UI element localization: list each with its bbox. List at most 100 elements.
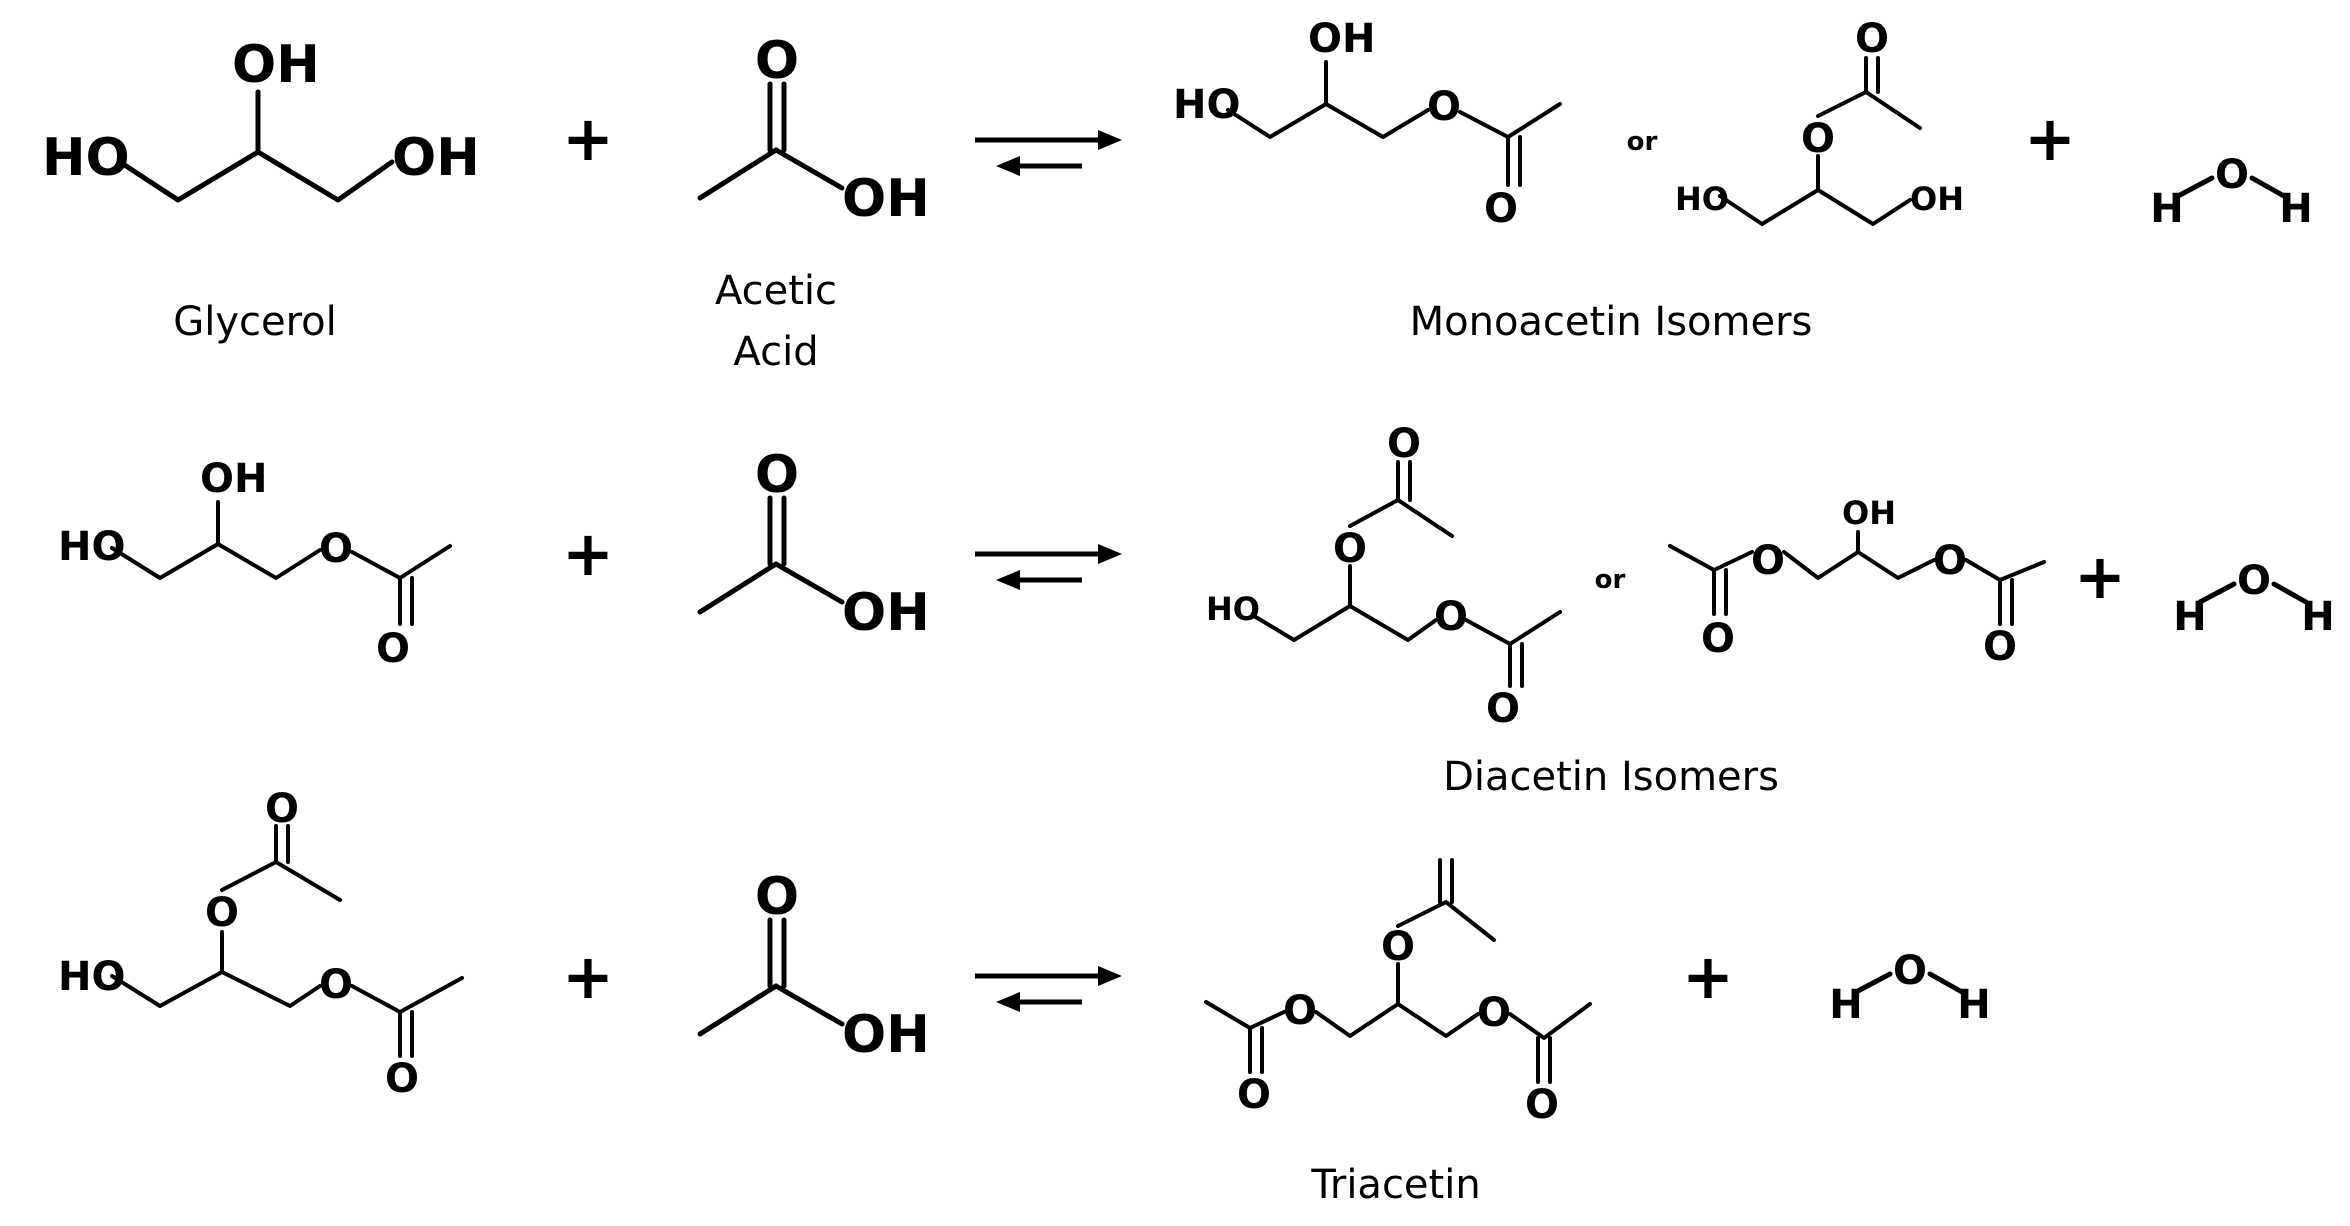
water-o: O <box>2215 152 2249 198</box>
triacetin-carbonyl-o-right: O <box>1525 1082 1559 1128</box>
water-molecule: O H H <box>1829 948 1990 1028</box>
monoacetin-reactant-bonds <box>110 542 452 626</box>
diacetin-2-carbonyl-o-right: O <box>1983 624 2017 670</box>
water-bonds <box>2197 581 2309 605</box>
monoacetin-reactant-carbonyl-o: O <box>376 626 410 672</box>
diacetin-reactant-carbonyl-o-right: O <box>385 1056 419 1102</box>
acetic-acid-carbonyl-bond <box>767 81 787 153</box>
glycerol-structure: OH HO OH <box>42 35 480 203</box>
water-h-right: H <box>1957 982 1990 1028</box>
diacetin-1-ester-o-right: O <box>1434 594 1468 640</box>
diacetin-2-carbonyl-o-left: O <box>1701 616 1735 662</box>
diacetin-2-top-oh: OH <box>1842 494 1896 532</box>
acetic-acid-carbonyl-bond <box>767 917 787 989</box>
water-molecule: O H H <box>2150 152 2312 232</box>
acetic-acid-methyl-bond <box>697 561 779 615</box>
water-molecule: O H H <box>2173 558 2334 640</box>
water-o: O <box>2237 558 2271 604</box>
plus-sign: + <box>562 102 614 175</box>
diacetin-reactant: O O O O HO <box>58 786 464 1102</box>
monoacetin-reactant: OH HO O O <box>58 456 452 672</box>
acetic-acid-carbonyl-bond <box>767 495 787 567</box>
diacetin-1-carbonyl-o-top: O <box>1387 421 1421 467</box>
triacetin-caption: Triacetin <box>1310 1162 1480 1208</box>
triacetin-ester-o-top: O <box>1381 924 1415 970</box>
monoacetin-isomer-2: O O HO OH <box>1675 16 1964 226</box>
reverse-arrow-head <box>996 570 1020 590</box>
diacetin-reactant-ho: HO <box>58 954 125 1000</box>
monoacetin-1-ho: HO <box>1173 82 1240 128</box>
equilibrium-arrow <box>975 544 1122 590</box>
equilibrium-arrow <box>975 966 1122 1012</box>
or-label: or <box>1627 127 1658 157</box>
forward-arrow-head <box>1098 544 1122 564</box>
monoacetin-2-ester-o: O <box>1801 116 1835 162</box>
diacetin-2-ester-o-right: O <box>1933 538 1967 584</box>
diacetin-1-ester-o-top: O <box>1333 526 1367 572</box>
reaction-row-1: OH HO OH Glycerol + O OH Acetic Acid OH <box>42 16 2313 375</box>
diacetin-1-ho: HO <box>1206 590 1260 628</box>
glycerol-caption: Glycerol <box>173 299 337 345</box>
water-h-right: H <box>2301 594 2334 640</box>
diacetin-caption: Diacetin Isomers <box>1443 754 1779 800</box>
diacetin-isomer-1: O O O O HO <box>1206 421 1562 732</box>
diacetin-reactant-bonds <box>110 824 464 1058</box>
acetic-acid-methyl-bond <box>697 983 779 1037</box>
monoacetin-2-oh: OH <box>1910 180 1964 218</box>
monoacetin-1-carbonyl-o: O <box>1484 186 1518 232</box>
diacetin-isomer-2: O O O O OH <box>1668 494 2046 670</box>
diacetin-reactant-ester-o-top: O <box>205 890 239 936</box>
triacetin-carbonyl-o-left: O <box>1237 1072 1271 1118</box>
plus-sign: + <box>1682 940 1734 1013</box>
glycerol-top-oh: OH <box>232 35 320 95</box>
monoacetin-2-carbonyl-o: O <box>1855 16 1889 62</box>
plus-sign: + <box>562 517 614 590</box>
triacetin-ester-o-right: O <box>1477 990 1511 1036</box>
forward-arrow-head <box>1098 966 1122 986</box>
monoacetin-2-ho: HO <box>1675 180 1729 218</box>
monoacetin-caption: Monoacetin Isomers <box>1410 299 1813 345</box>
equilibrium-arrow <box>975 130 1122 176</box>
acetic-acid-oh: OH <box>842 169 930 229</box>
reverse-arrow-head <box>996 992 1020 1012</box>
acetic-acid-o: O <box>755 31 799 91</box>
monoacetin-1-top-oh: OH <box>1308 16 1375 62</box>
monoacetin-reactant-ester-o: O <box>319 526 353 572</box>
forward-arrow-head <box>1098 130 1122 150</box>
water-bonds <box>2175 175 2287 199</box>
water-h-left: H <box>2150 186 2183 232</box>
reaction-row-3: O O O O HO + O OH O O O O <box>58 786 1991 1208</box>
triacetin-structure: O O O O O <box>1204 858 1592 1128</box>
water-h-right: H <box>2279 186 2312 232</box>
acetic-acid-oh: OH <box>842 583 930 643</box>
diacetin-2-ester-o-left: O <box>1751 538 1785 584</box>
diacetin-2-bonds <box>1668 530 2046 626</box>
reaction-row-2: OH HO O O + O OH O O O O HO <box>58 421 2335 800</box>
monoacetin-1-bonds <box>1226 102 1562 187</box>
monoacetin-2-bonds <box>1718 56 1922 226</box>
acetic-acid-structure: O OH <box>697 445 930 643</box>
monoacetin-isomer-1: OH HO O O <box>1173 16 1562 232</box>
plus-sign: + <box>562 940 614 1013</box>
glycerol-left-ho: HO <box>42 128 130 188</box>
acetic-acid-oh: OH <box>842 1005 930 1065</box>
diacetin-reactant-carbonyl-o-top: O <box>265 786 299 832</box>
acetic-acid-caption-line1: Acetic <box>715 268 837 314</box>
diacetin-reactant-ester-o-right: O <box>319 962 353 1008</box>
glycerol-backbone <box>117 149 395 203</box>
monoacetin-1-ester-o: O <box>1427 84 1461 130</box>
monoacetin-reactant-top-oh: OH <box>200 456 267 502</box>
water-h-left: H <box>2173 594 2206 640</box>
acetic-acid-o: O <box>755 867 799 927</box>
triacetin-bonds <box>1204 858 1592 1084</box>
acetic-acid-methyl-bond <box>697 147 779 201</box>
acetic-acid-caption-line2: Acid <box>733 329 818 375</box>
monoacetin-reactant-ho: HO <box>58 524 125 570</box>
acetic-acid-o: O <box>755 445 799 505</box>
acetic-acid-oh-bond <box>773 561 845 605</box>
glycerol-right-oh: OH <box>392 128 480 188</box>
triacetin-ester-o-left: O <box>1283 988 1317 1034</box>
acetic-acid-structure: O OH <box>697 31 930 229</box>
acetic-acid-structure: O OH <box>697 867 930 1065</box>
